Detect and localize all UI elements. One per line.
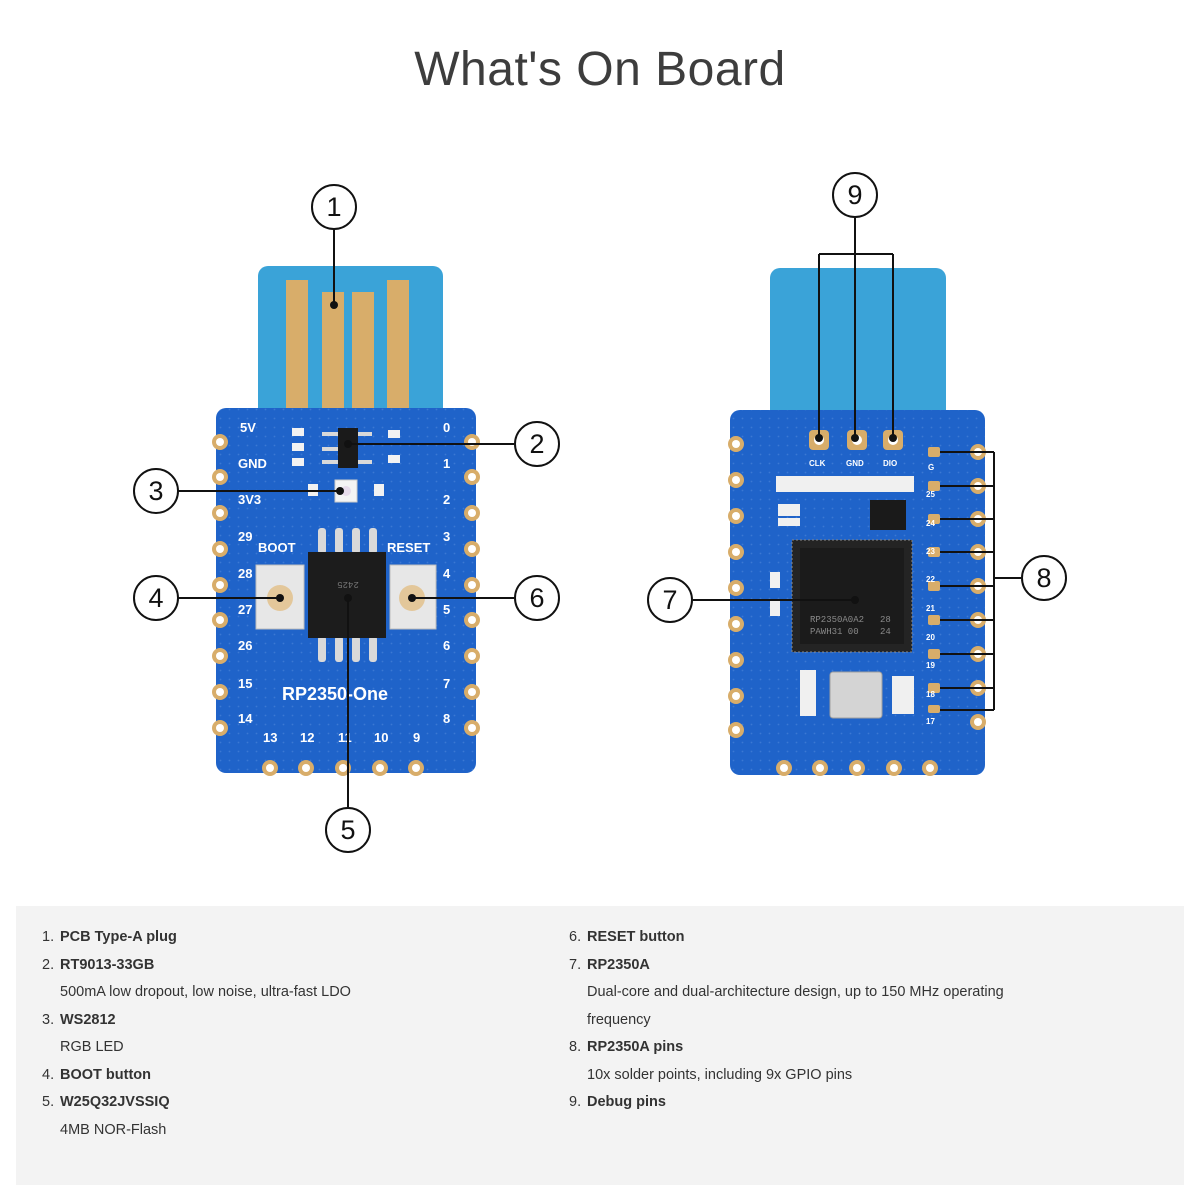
legend-item: 1.PCB Type-A plug	[42, 929, 177, 945]
back-pin-label: 24	[926, 519, 935, 528]
back-pin-label: 23	[926, 547, 935, 556]
debug-label-gnd: GND	[846, 459, 864, 468]
chip-marking-2: PAWH31 00	[810, 627, 859, 637]
legend-item-desc: frequency	[587, 1011, 651, 1028]
callout-marker: 9	[832, 172, 878, 218]
callout-marker: 6	[514, 575, 560, 621]
front-left-pads	[212, 434, 228, 736]
front-right-pads	[464, 434, 480, 736]
front-left-pin-label: 15	[238, 676, 252, 691]
flash-marking: 2425	[337, 579, 359, 589]
legend-item: 4.BOOT button	[42, 1066, 152, 1083]
front-left-pin-label: 27	[238, 602, 252, 617]
board-name-silk: RP2350-One	[282, 684, 388, 704]
legend-item: 8.RP2350A pins	[569, 1039, 684, 1055]
front-left-pin-label: 14	[238, 711, 253, 726]
legend-item: 9.Debug pins	[569, 1094, 666, 1110]
svg-text:9: 9	[847, 180, 862, 210]
svg-text:4: 4	[148, 583, 163, 613]
boot-silk-label: BOOT	[258, 540, 296, 555]
crystal	[829, 671, 883, 719]
callout-marker: 1	[311, 184, 357, 230]
svg-text:6: 6	[529, 583, 544, 613]
board-diagram: 5V GND 3V3 29 28 27 26 15 14 0 1 2 3 4 5…	[133, 172, 1067, 853]
front-bottom-pin-label: 12	[300, 730, 314, 745]
front-bottom-pin-label: 11	[338, 730, 352, 745]
debug-label-dio: DIO	[883, 459, 897, 468]
front-right-pin-label: 8	[443, 711, 450, 726]
back-bottom-pads	[776, 760, 938, 776]
usb-plug-tongue	[258, 266, 443, 426]
back-board: G 25 24 23 22 21 20 19 18 17 CLK GND DIO	[728, 268, 986, 776]
legend-item: 7.RP2350A	[569, 956, 650, 973]
legend-panel: 1.PCB Type-A plug 2.RT9013-33GB 500mA lo…	[16, 906, 1184, 1185]
svg-text:7: 7	[662, 585, 677, 615]
front-right-pin-label: 3	[443, 529, 450, 544]
front-right-pin-label: 6	[443, 638, 450, 653]
svg-text:2: 2	[529, 429, 544, 459]
chip-marking-1: RP2350A0A2	[810, 615, 864, 625]
chip-marking-4: 24	[880, 627, 891, 637]
svg-text:3: 3	[148, 476, 163, 506]
front-left-pin-label: 28	[238, 566, 252, 581]
legend-right-column: 6.RESET button 7.RP2350A Dual-core and d…	[569, 924, 1004, 1117]
legend-item-desc: 4MB NOR-Flash	[60, 1121, 167, 1138]
legend-left-column: 1.PCB Type-A plug 2.RT9013-33GB 500mA lo…	[42, 924, 351, 1144]
callout-dots	[276, 301, 897, 604]
front-right-pin-label: 4	[443, 566, 451, 581]
front-right-pin-label: 7	[443, 676, 450, 691]
callout-marker: 7	[647, 577, 693, 623]
legend-item-desc: Dual-core and dual-architecture design, …	[587, 984, 1004, 1000]
svg-text:5: 5	[340, 815, 355, 845]
front-board: 5V GND 3V3 29 28 27 26 15 14 0 1 2 3 4 5…	[212, 266, 480, 776]
svg-text:1: 1	[326, 192, 341, 222]
front-left-pin-label: 3V3	[238, 492, 261, 507]
callout-lines	[178, 218, 1021, 807]
callout-marker: 4	[133, 575, 179, 621]
front-right-pin-label: 5	[443, 602, 450, 617]
back-pin-label: 22	[926, 575, 935, 584]
reset-silk-label: RESET	[387, 540, 430, 555]
back-passives	[770, 476, 914, 716]
callout-marker: 5	[325, 807, 371, 853]
front-bottom-pin-label: 13	[263, 730, 277, 745]
back-pin-label: 25	[926, 490, 935, 499]
back-pin-label: 17	[926, 717, 935, 726]
back-gpio-pads	[928, 447, 940, 713]
callout-marker: 8	[1021, 555, 1067, 601]
front-right-pin-label: 2	[443, 492, 450, 507]
page-title: What's On Board	[414, 43, 786, 96]
front-left-pin-label: GND	[238, 456, 267, 471]
debug-label-clk: CLK	[809, 459, 826, 468]
back-usb-tongue	[770, 268, 946, 428]
front-bottom-pin-label: 9	[413, 730, 420, 745]
back-pin-label: 19	[926, 661, 935, 670]
front-right-pin-label: 0	[443, 420, 450, 435]
front-right-pin-label: 1	[443, 456, 450, 471]
front-bottom-pin-label: 10	[374, 730, 388, 745]
legend-item-desc: 500mA low dropout, low noise, ultra-fast…	[60, 984, 351, 1000]
legend-item: 2.RT9013-33GB	[42, 956, 155, 973]
chip-marking-3: 28	[880, 615, 891, 625]
ldo-area	[292, 428, 400, 468]
back-pin-label: 21	[926, 604, 935, 613]
svg-text:8: 8	[1036, 563, 1051, 593]
front-left-pin-label: 29	[238, 529, 252, 544]
legend-item: 6.RESET button	[569, 929, 685, 945]
front-left-pin-label: 26	[238, 638, 252, 653]
back-pin-label: G	[928, 463, 934, 472]
usb-contacts	[286, 280, 409, 408]
callout-marker: 2	[514, 421, 560, 467]
back-left-pads	[728, 436, 744, 738]
rp2350a-chip: RP2350A0A2 28 PAWH31 00 24	[791, 539, 913, 653]
front-left-pin-label: 5V	[240, 420, 256, 435]
callout-marker: 3	[133, 468, 179, 514]
legend-item: 5.W25Q32JVSSIQ	[42, 1094, 170, 1110]
legend-item-desc: 10x solder points, including 9x GPIO pin…	[587, 1066, 853, 1083]
legend-item: 3.WS2812	[42, 1011, 116, 1028]
back-pin-label: 18	[926, 690, 935, 699]
back-pin-label: 20	[926, 633, 935, 642]
legend-item-desc: RGB LED	[60, 1039, 124, 1055]
